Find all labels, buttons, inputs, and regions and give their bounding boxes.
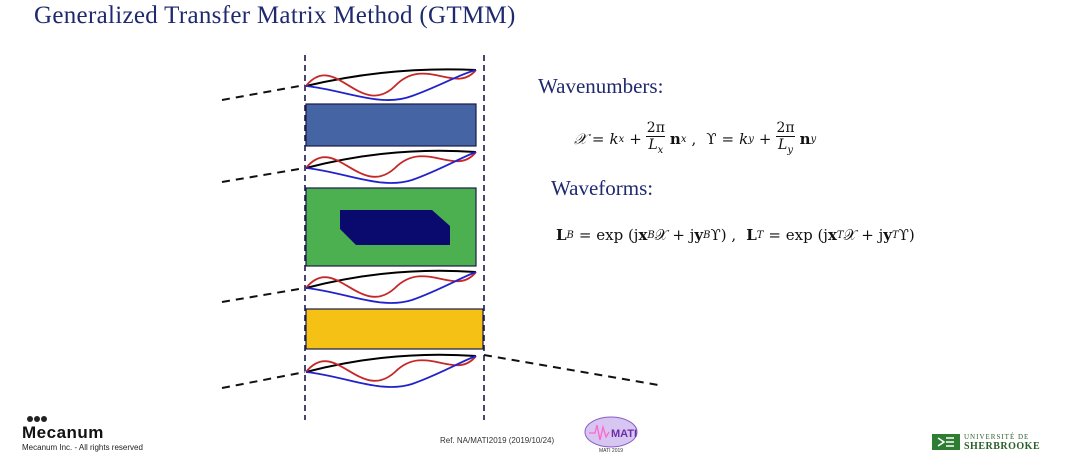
svg-text:MATI: MATI (611, 428, 637, 440)
ny-symbol: n (799, 130, 811, 149)
xt-symbol: x (827, 226, 837, 244)
mecanum-brand: Mecanum (22, 423, 104, 442)
reference-text: Ref. NA/MATI2019 (2019/10/24) (440, 436, 555, 445)
layer-yellow (305, 308, 484, 350)
yb-subscript: B (703, 229, 711, 241)
equals-sign: = (591, 130, 605, 149)
wave-group-2 (305, 149, 477, 184)
mati-logo: MATI MATI 2019 (584, 416, 638, 454)
nx-symbol: n (669, 130, 681, 149)
fraction-2pi-ly: 2π Ly (774, 120, 796, 159)
yb-symbol: y (694, 226, 704, 244)
inclusion-shape (340, 210, 450, 245)
fraction-numerator: 2π (646, 120, 665, 136)
xt-subscript: T (836, 229, 844, 241)
lt-exp-open: = exp (j (768, 226, 828, 244)
plus-sign: + (629, 130, 642, 149)
fraction-numerator: 2π (776, 120, 795, 136)
sherbrooke-big-text: SHERBROOKE (964, 441, 1041, 452)
fraction-denominator: Ly (776, 136, 795, 159)
perspective-line-right (483, 354, 659, 386)
lb-subscript: B (566, 229, 574, 241)
separator-comma: , (691, 130, 697, 149)
xb-symbol: x (638, 226, 648, 244)
mecanum-logo-icon (27, 416, 47, 422)
fraction-2pi-lx: 2π Lx (645, 120, 667, 159)
ny-subscript: y (810, 133, 817, 145)
sherbrooke-logo: UNIVERSITÉ DE SHERBROOKE (932, 433, 1041, 452)
chi-symbol: 𝒳 (574, 130, 587, 149)
wave-group-1 (305, 68, 477, 101)
lt-exp-close: ϒ) (898, 226, 915, 244)
lt-exp-mid: 𝒳 + j (843, 226, 884, 244)
nx-subscript: x (680, 133, 687, 145)
kx-subscript: x (618, 133, 625, 145)
perspective-line-2 (221, 167, 306, 183)
lb-exp-open: = exp (j (578, 226, 639, 244)
wave-group-3 (305, 269, 477, 304)
kx-symbol: k (609, 130, 619, 149)
svg-text:MATI 2019: MATI 2019 (599, 448, 623, 454)
xb-subscript: B (647, 229, 655, 241)
mecanum-rights: Mecanum Inc. - All rights reserved (22, 443, 143, 452)
yt-subscript: T (891, 229, 899, 241)
perspective-line-3 (221, 287, 306, 303)
sherbrooke-small-text: UNIVERSITÉ DE (964, 433, 1030, 441)
upsilon-symbol: ϒ (706, 130, 717, 149)
lb-exp-mid: 𝒳 + j (654, 226, 695, 244)
perspective-line-4 (221, 371, 306, 389)
slide-title: Generalized Transfer Matrix Method (GTMM… (34, 2, 516, 29)
waveforms-heading: Waveforms: (551, 176, 654, 200)
sherbrooke-emblem-icon (932, 434, 960, 450)
lt-subscript: T (756, 229, 764, 241)
lb-symbol: L (556, 226, 567, 244)
equals-sign: = (721, 130, 735, 149)
wavenumbers-heading: Wavenumbers: (538, 74, 664, 98)
ky-subscript: y (748, 133, 754, 145)
mecanum-logo-block: Mecanum Mecanum Inc. - All rights reserv… (22, 414, 143, 452)
ky-symbol: k (739, 130, 749, 149)
perspective-line-1 (221, 84, 306, 101)
plus-sign: + (758, 130, 772, 149)
layer-blue (305, 103, 477, 147)
lt-symbol: L (746, 226, 757, 244)
fraction-denominator: Lx (646, 136, 666, 159)
lb-exp-close: ϒ) , (710, 226, 737, 244)
wave-group-4 (305, 353, 477, 388)
yt-symbol: y (883, 226, 892, 244)
